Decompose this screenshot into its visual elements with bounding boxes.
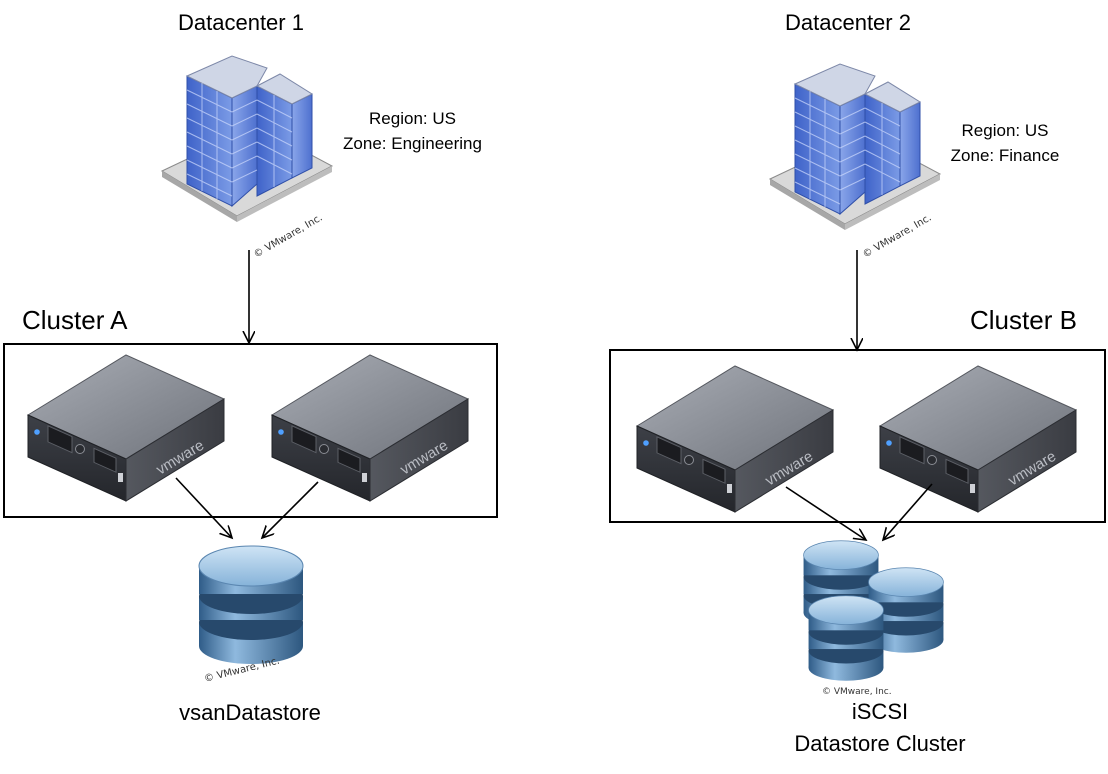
server-icon [879, 365, 1077, 513]
server-icon [27, 354, 225, 502]
vsan-datastore-label: vsanDatastore [179, 700, 321, 725]
arrow-server-to-vsan [262, 481, 319, 538]
datacenter-1-meta: Region: US Zone: Engineering [330, 106, 495, 156]
building-icon [769, 63, 941, 231]
datacenter-2-copyright: © VMware, Inc. [861, 212, 933, 260]
building-icon [161, 55, 333, 223]
server-icon [636, 365, 834, 513]
datacenter-1-title: Datacenter 1 [178, 10, 304, 35]
arrow-server-to-iscsi [785, 486, 866, 540]
iscsi-label-line2: Datastore Cluster [794, 731, 966, 756]
datacenter-1-copyright: © VMware, Inc. [252, 212, 324, 260]
iscsi-datastore-cluster-label: iSCSI Datastore Cluster [760, 696, 1000, 760]
datacenter-2-region: Region: US [961, 121, 1049, 140]
server-icon [271, 354, 469, 502]
iscsi-label-line1: iSCSI [851, 699, 909, 724]
datacenter-1-region: Region: US [369, 109, 456, 128]
cluster-b-label: Cluster B [970, 305, 1077, 335]
datastore-icon [198, 545, 304, 665]
arrow-server-to-vsan [175, 477, 232, 538]
datacenter-2-meta: Region: US Zone: Finance [940, 118, 1070, 168]
cluster-a-label: Cluster A [22, 305, 128, 335]
datacenter-2-zone: Zone: Finance [950, 146, 1060, 165]
iscsi-copyright: © VMware, Inc. [822, 687, 892, 697]
datacenter-1-zone: Zone: Engineering [343, 134, 482, 153]
datacenter-2-title: Datacenter 2 [785, 10, 911, 35]
datastore-icon [808, 595, 884, 682]
arrow-server-to-iscsi [883, 483, 933, 540]
